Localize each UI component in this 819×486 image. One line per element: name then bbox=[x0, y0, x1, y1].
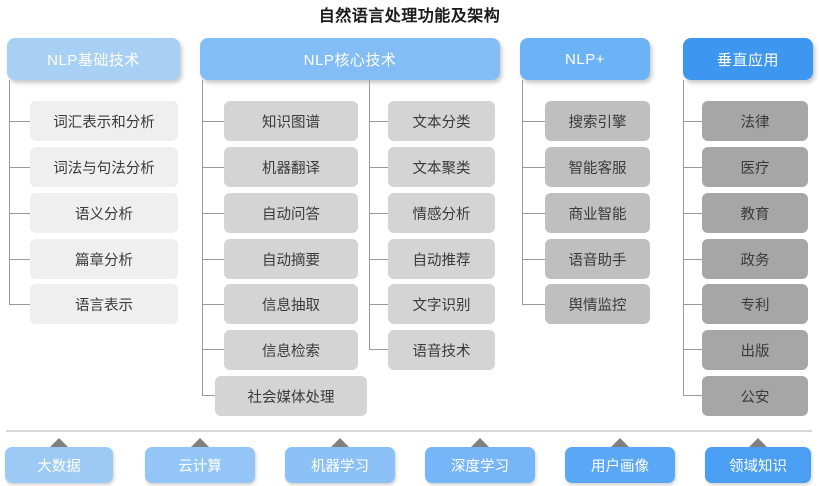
foundation-item-cloud-computing[interactable]: 云计算 bbox=[145, 447, 255, 483]
foundation-item-user-profile[interactable]: 用户画像 bbox=[565, 447, 675, 483]
connector-branch bbox=[522, 259, 545, 260]
item-box[interactable]: 情感分析 bbox=[388, 193, 495, 233]
item-box[interactable]: 机器翻译 bbox=[224, 147, 358, 187]
foundation-item-big-data[interactable]: 大数据 bbox=[5, 447, 113, 483]
item-box[interactable]: 公安 bbox=[702, 376, 808, 416]
item-box[interactable]: 语音技术 bbox=[388, 330, 495, 370]
connector-branch bbox=[202, 349, 224, 350]
item-box[interactable]: 社会媒体处理 bbox=[215, 376, 367, 416]
foundation-item-machine-learning[interactable]: 机器学习 bbox=[285, 447, 395, 483]
connector-branch bbox=[9, 121, 30, 122]
connector-trunk-nlp-basic bbox=[9, 80, 10, 304]
connector-branch bbox=[202, 259, 224, 260]
item-box[interactable]: 法律 bbox=[702, 101, 808, 141]
connector-branch bbox=[522, 121, 545, 122]
connector-branch bbox=[202, 121, 224, 122]
item-box[interactable]: 信息检索 bbox=[224, 330, 358, 370]
connector-branch bbox=[369, 167, 388, 168]
foundation-item-domain-knowledge[interactable]: 领域知识 bbox=[705, 447, 811, 483]
item-box[interactable]: 词法与句法分析 bbox=[30, 147, 178, 187]
column-header-nlp-basic[interactable]: NLP基础技术 bbox=[7, 38, 180, 80]
item-box[interactable]: 词汇表示和分析 bbox=[30, 101, 178, 141]
item-box[interactable]: 智能客服 bbox=[545, 147, 650, 187]
connector-branch bbox=[369, 213, 388, 214]
item-box[interactable]: 知识图谱 bbox=[224, 101, 358, 141]
item-box[interactable]: 教育 bbox=[702, 193, 808, 233]
item-box[interactable]: 医疗 bbox=[702, 147, 808, 187]
item-box[interactable]: 信息抽取 bbox=[224, 284, 358, 324]
item-box[interactable]: 舆情监控 bbox=[545, 284, 650, 324]
item-box[interactable]: 政务 bbox=[702, 239, 808, 279]
connector-branch bbox=[369, 121, 388, 122]
foundation-item-deep-learning[interactable]: 深度学习 bbox=[425, 447, 535, 483]
item-box[interactable]: 语言表示 bbox=[30, 284, 178, 324]
item-box[interactable]: 商业智能 bbox=[545, 193, 650, 233]
item-box[interactable]: 出版 bbox=[702, 330, 808, 370]
connector-branch bbox=[522, 304, 545, 305]
item-box[interactable]: 文本聚类 bbox=[388, 147, 495, 187]
connector-branch bbox=[9, 213, 30, 214]
connector-trunk-nlp-plus bbox=[522, 80, 523, 304]
connector-branch bbox=[369, 304, 388, 305]
connector-trunk-nlp-core-b bbox=[369, 80, 370, 350]
connector-branch bbox=[683, 259, 702, 260]
item-box[interactable]: 搜索引擎 bbox=[545, 101, 650, 141]
item-box[interactable]: 自动摘要 bbox=[224, 239, 358, 279]
item-box[interactable]: 自动问答 bbox=[224, 193, 358, 233]
connector-branch bbox=[202, 304, 224, 305]
column-header-vertical-app[interactable]: 垂直应用 bbox=[683, 38, 813, 80]
section-divider bbox=[6, 430, 812, 432]
connector-branch bbox=[683, 395, 702, 396]
page-title: 自然语言处理功能及架构 bbox=[318, 8, 501, 25]
item-box[interactable]: 专利 bbox=[702, 284, 808, 324]
connector-branch bbox=[683, 121, 702, 122]
connector-branch bbox=[683, 349, 702, 350]
connector-branch bbox=[369, 259, 388, 260]
item-box[interactable]: 语音助手 bbox=[545, 239, 650, 279]
item-box[interactable]: 自动推荐 bbox=[388, 239, 495, 279]
connector-branch bbox=[369, 349, 388, 350]
connector-trunk-nlp-core-a bbox=[202, 80, 203, 395]
connector-branch bbox=[683, 304, 702, 305]
connector-branch bbox=[9, 304, 30, 305]
connector-branch bbox=[202, 395, 224, 396]
connector-trunk-vertical-app bbox=[683, 80, 684, 395]
connector-branch bbox=[683, 213, 702, 214]
connector-branch bbox=[683, 167, 702, 168]
item-box[interactable]: 语义分析 bbox=[30, 193, 178, 233]
connector-branch bbox=[522, 167, 545, 168]
connector-branch bbox=[202, 213, 224, 214]
connector-branch bbox=[522, 213, 545, 214]
column-header-nlp-core[interactable]: NLP核心技术 bbox=[200, 38, 500, 80]
column-header-nlp-plus[interactable]: NLP+ bbox=[520, 38, 650, 80]
item-box[interactable]: 篇章分析 bbox=[30, 239, 178, 279]
item-box[interactable]: 文本分类 bbox=[388, 101, 495, 141]
connector-branch bbox=[9, 259, 30, 260]
connector-branch bbox=[9, 167, 30, 168]
connector-branch bbox=[202, 167, 224, 168]
item-box[interactable]: 文字识别 bbox=[388, 284, 495, 324]
